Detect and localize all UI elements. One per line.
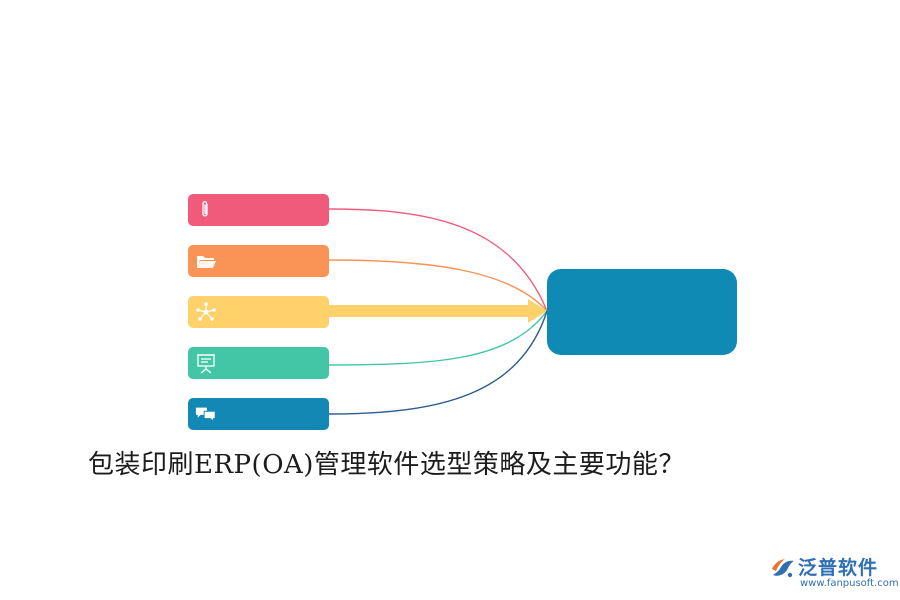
presentation-icon <box>195 352 217 374</box>
connector-line-5 <box>328 310 548 415</box>
node-bar-presentation <box>188 347 329 379</box>
node-bar-attachment <box>188 194 329 226</box>
folder-icon <box>195 250 217 272</box>
network-icon <box>195 301 217 323</box>
node-bar-chat <box>188 398 329 430</box>
node-bar-folder <box>188 245 329 277</box>
fanpusoft-url: www.fanpusoft.com <box>800 578 899 589</box>
connector-arrowhead <box>528 299 547 323</box>
chat-icon <box>195 403 217 425</box>
fanpusoft-logo-mark-icon <box>770 555 796 581</box>
node-bar-network <box>188 296 329 328</box>
connector-line-4 <box>328 310 548 366</box>
fanpusoft-logo: 泛普软件 www.fanpusoft.com <box>770 553 899 595</box>
connector-line-1 <box>328 208 548 312</box>
paperclip-icon <box>195 199 217 221</box>
fanpusoft-brand-name: 泛普软件 <box>798 557 879 579</box>
connector-line-2 <box>328 259 548 312</box>
diagram-title: 包装印刷ERP(OA)管理软件选型策略及主要功能？ <box>88 450 685 480</box>
central-target-box <box>547 269 737 355</box>
